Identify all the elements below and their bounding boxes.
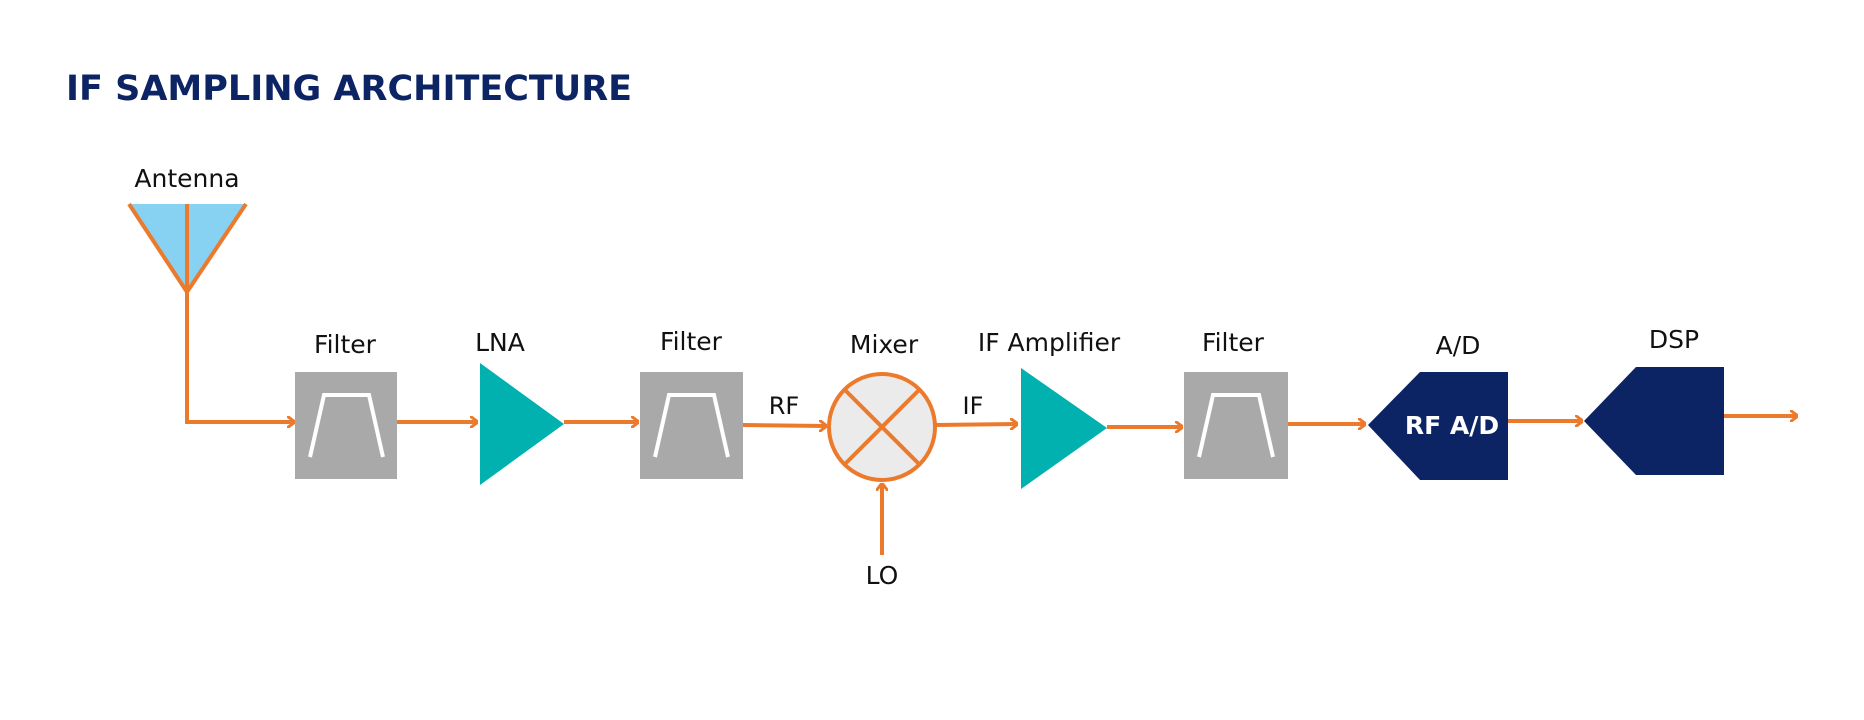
- filter-1-label: Filter: [314, 330, 377, 359]
- filter-3-symbol: [1197, 393, 1275, 458]
- edge-antenna-to-filter-1: [185, 292, 294, 422]
- mixer-cross-b: [843, 388, 921, 466]
- if-amplifier-icon: [1021, 368, 1107, 489]
- lo-signal-label: LO: [866, 561, 899, 590]
- lna-label: LNA: [475, 328, 525, 357]
- processor-block-icon: [1584, 367, 1724, 475]
- edge-filter-2-to-mixer: [742, 425, 826, 426]
- rf-signal-label: RF: [769, 392, 799, 420]
- ad-block-text: RF A/D: [1405, 411, 1499, 440]
- antenna-label: Antenna: [134, 164, 239, 193]
- ad-label: A/D: [1436, 331, 1481, 360]
- filter-2-block: [640, 372, 743, 479]
- dsp-label: DSP: [1649, 325, 1699, 354]
- bandpass-filter-icon: [295, 372, 397, 479]
- bandpass-filter-icon: [640, 372, 743, 479]
- filter-3-label: Filter: [1202, 328, 1265, 357]
- page-title: IF SAMPLING ARCHITECTURE: [66, 69, 632, 109]
- edge-mixer-to-if-amplifier: [934, 424, 1017, 425]
- bandpass-filter-icon: [1184, 372, 1288, 479]
- antenna-icon: [127, 202, 248, 294]
- filter-1-block: [295, 372, 397, 479]
- if-amplifier-label: IF Amplifier: [978, 328, 1121, 357]
- converter-block-icon: [1368, 372, 1508, 480]
- filter-3-block: [1184, 372, 1288, 479]
- antenna-left-edge: [127, 202, 189, 294]
- filter-2-label: Filter: [660, 327, 723, 356]
- lna-amplifier-icon: [480, 363, 564, 485]
- mixer-label: Mixer: [850, 330, 919, 359]
- antenna-right-edge: [185, 202, 248, 294]
- mixer-cross-icon: [827, 372, 937, 482]
- filter-1-symbol: [308, 393, 385, 458]
- filter-2-symbol: [653, 393, 730, 458]
- if-signal-label: IF: [963, 392, 984, 420]
